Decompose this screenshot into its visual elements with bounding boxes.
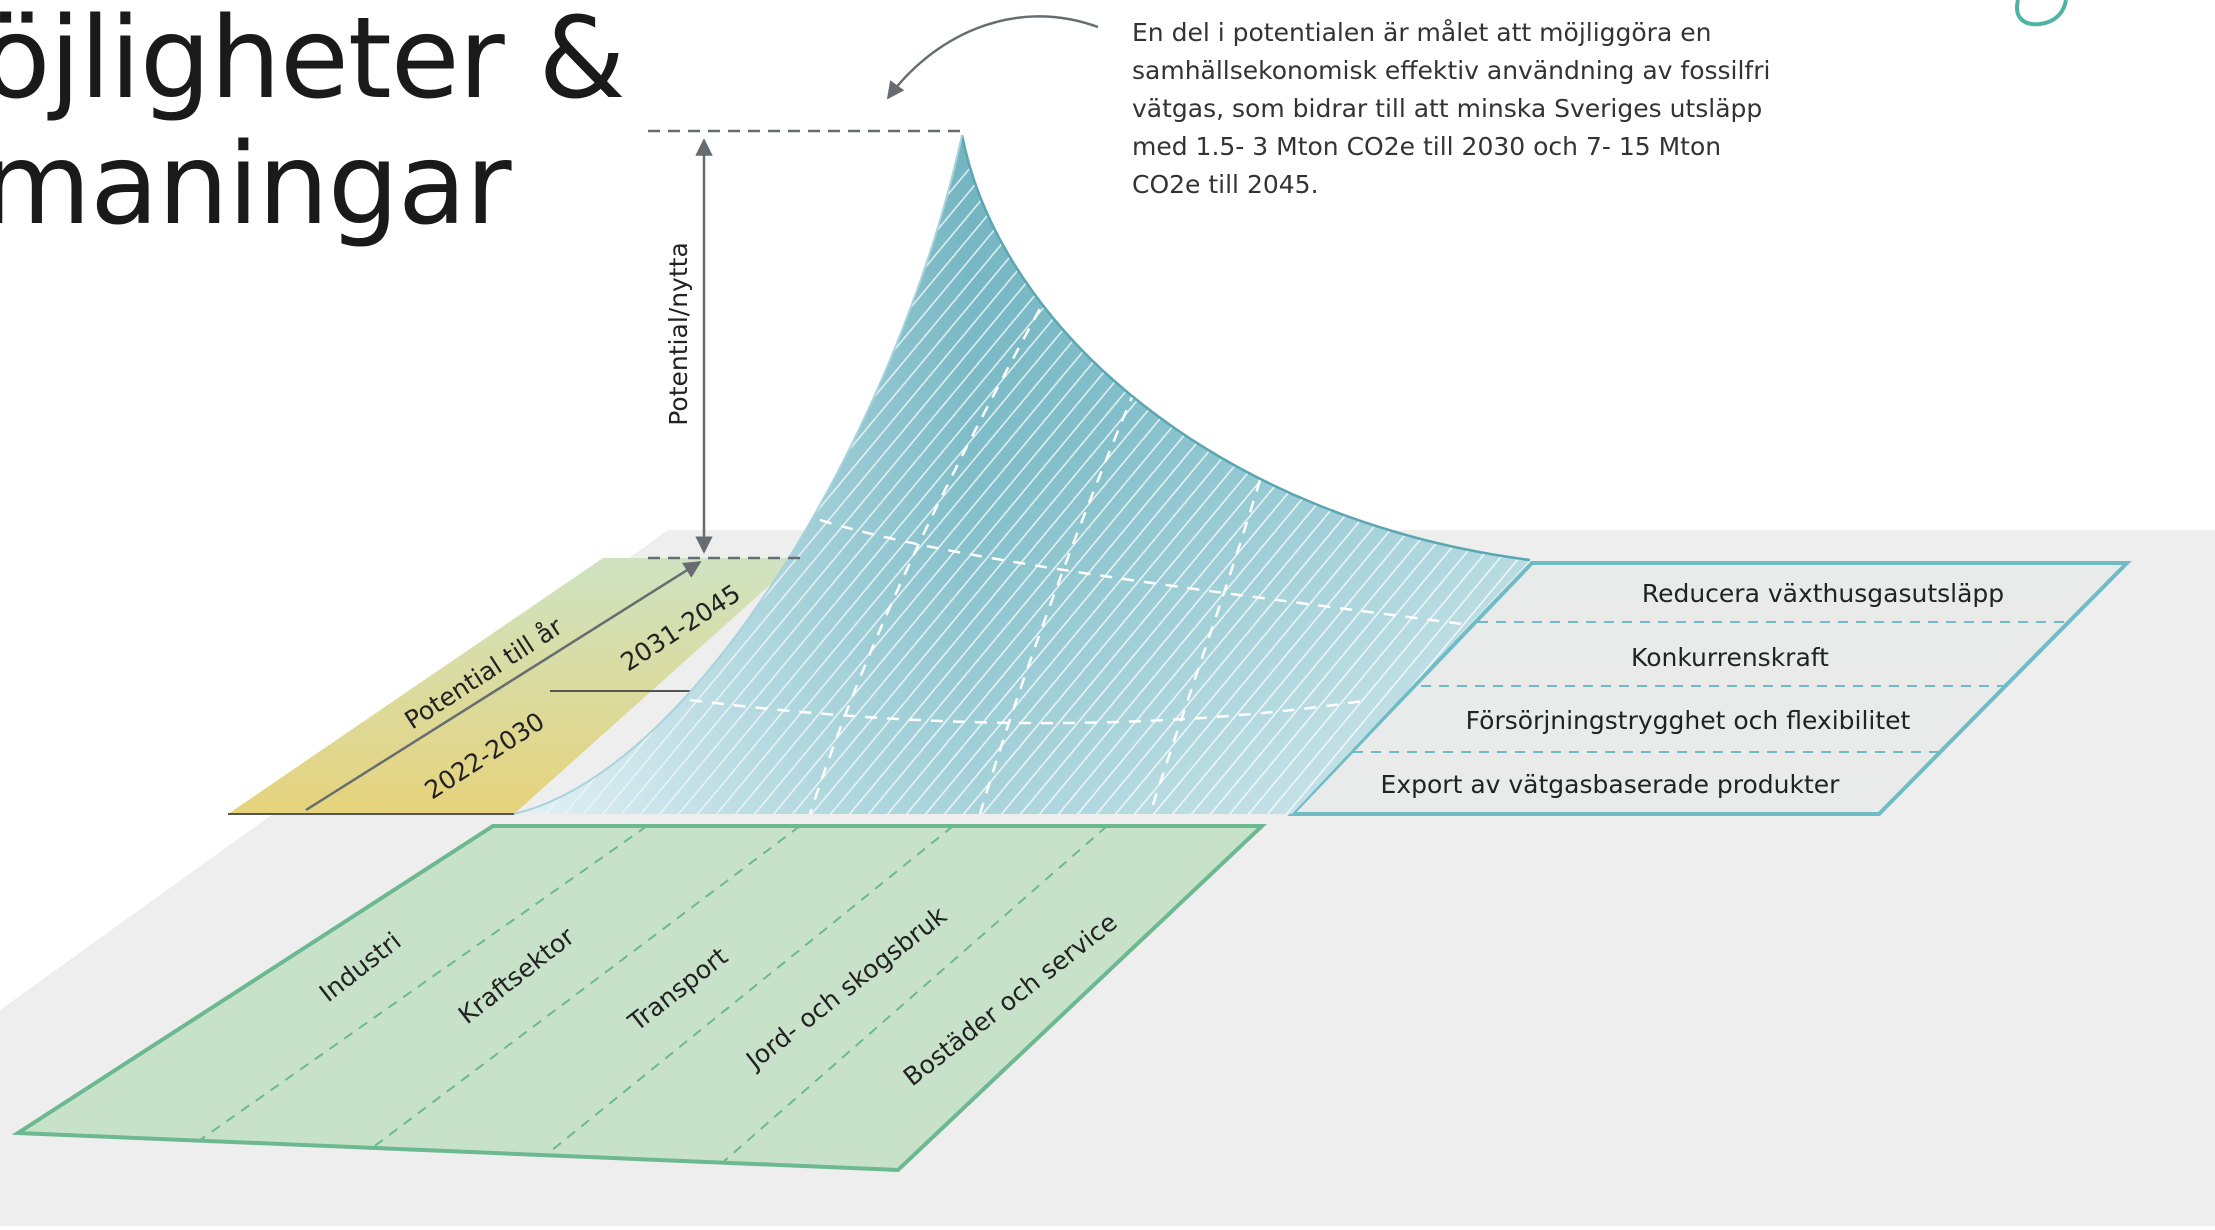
benefit-label-konkurrenskraft: Konkurrenskraft <box>1631 643 1829 672</box>
potential-curve-edge <box>960 134 1531 562</box>
time-axis-arrow <box>305 560 702 812</box>
benefit-dividers <box>1353 621 2068 753</box>
page-title-line2: maningar <box>0 120 512 250</box>
callout-arrow <box>886 15 1099 100</box>
benefit-label-reducera: Reducera växthusgasutsläpp <box>1642 579 2004 608</box>
potential-curve-front-edge <box>513 134 963 815</box>
annotation-text: En del i potentialen är målet att möjlig… <box>1132 18 1771 199</box>
time-panel <box>228 558 800 814</box>
logo-fragment <box>2015 0 2068 27</box>
curve-dashed-guides <box>689 289 1471 814</box>
benefit-labels: Reducera växthusgasutsläpp Konkurrenskra… <box>1381 579 2005 799</box>
sector-panel <box>11 824 1268 1173</box>
benefit-label-export: Export av vätgasbaserade produkter <box>1381 770 1841 799</box>
curve-front-highlight <box>514 135 1530 814</box>
page-title-line1: öjligheter & <box>0 0 626 124</box>
benefit-label-forsorjning: Försörjningstrygghet och flexibilitet <box>1466 706 1911 735</box>
sector-dividers <box>199 825 1108 1164</box>
potential-axis-label: Potential/nytta <box>664 242 693 426</box>
